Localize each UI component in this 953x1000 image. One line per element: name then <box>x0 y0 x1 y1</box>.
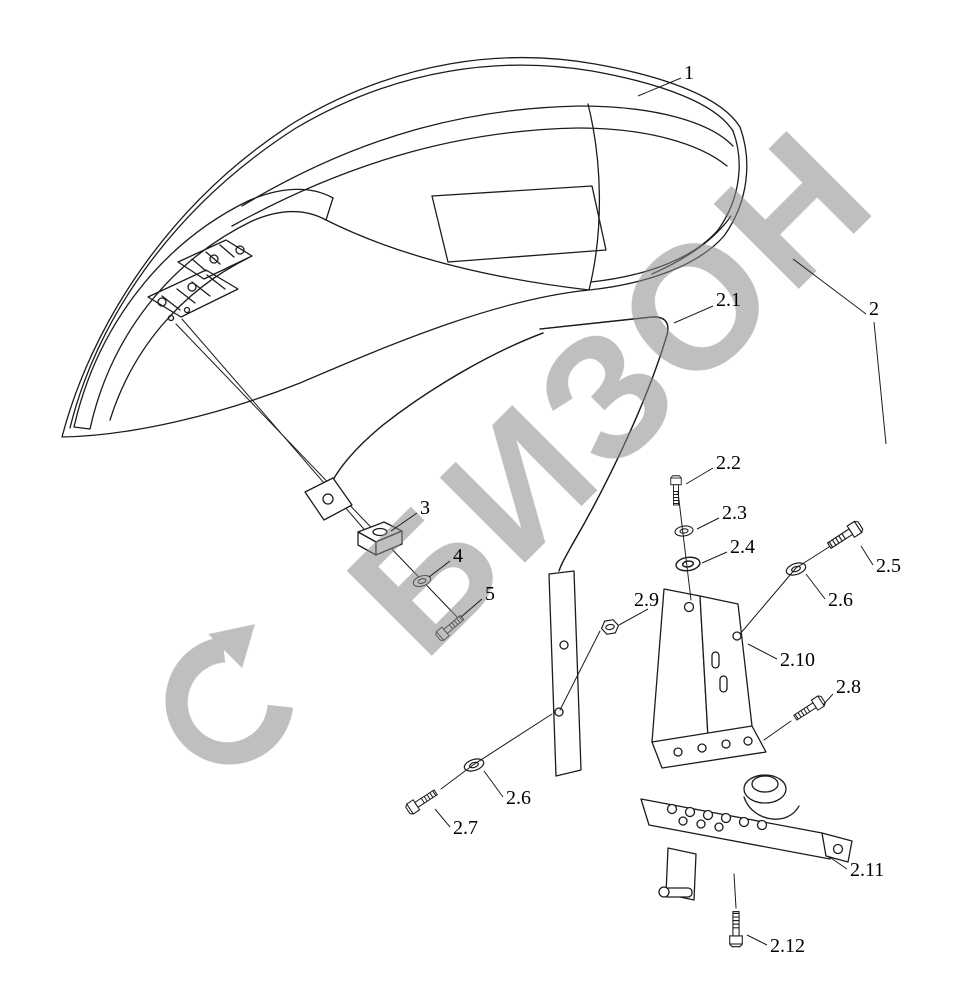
watermark-text: БИЗОН <box>313 93 911 691</box>
callout-2-1: 2.1 <box>716 289 741 311</box>
bolt-part-2-5 <box>825 519 865 552</box>
bolt-part-2-7 <box>404 786 440 816</box>
callout-2-4: 2.4 <box>730 536 755 558</box>
fender-part-1 <box>61 56 748 438</box>
callout-2-7: 2.7 <box>453 817 478 839</box>
bizon-logo-icon <box>165 624 294 765</box>
nut-part-2-9 <box>599 618 621 636</box>
callout-2-8: 2.8 <box>836 676 861 698</box>
washer-part-2-3 <box>673 524 695 538</box>
fender-hinge-detail <box>147 239 253 322</box>
callout-3: 3 <box>420 497 430 519</box>
callout-1: 1 <box>684 62 694 84</box>
callout-2-3: 2.3 <box>722 502 747 524</box>
bizon-watermark: БИЗОН <box>165 93 911 765</box>
clamp-part-3 <box>357 521 403 556</box>
callout-2-6-left: 2.6 <box>506 787 531 809</box>
callout-2-2: 2.2 <box>716 452 741 474</box>
hitch-assembly-part-2-11 <box>640 774 853 901</box>
callout-2: 2 <box>869 298 879 320</box>
callout-2-10: 2.10 <box>780 649 815 671</box>
bolt-part-2-12 <box>729 911 743 948</box>
support-frame-part-2-1 <box>304 316 669 777</box>
callout-2-6-right: 2.6 <box>828 589 853 611</box>
callout-2-11: 2.11 <box>850 859 884 881</box>
callout-2-12: 2.12 <box>770 935 805 957</box>
bracket-part-2-10 <box>651 588 767 769</box>
callout-2-5: 2.5 <box>876 555 901 577</box>
bolt-part-2-8 <box>791 694 827 724</box>
callout-2-9: 2.9 <box>634 589 659 611</box>
callout-leader-lines <box>390 77 887 946</box>
callout-4: 4 <box>453 545 463 567</box>
callout-labels: 1 2 2.1 2.2 2.3 2.4 2.5 2.6 2.9 2.10 2.8… <box>420 62 901 957</box>
bolt-part-2-2 <box>670 475 682 506</box>
washer-part-2-4 <box>674 555 702 573</box>
assembly-axis-lines <box>440 491 830 909</box>
callout-5: 5 <box>485 583 495 605</box>
